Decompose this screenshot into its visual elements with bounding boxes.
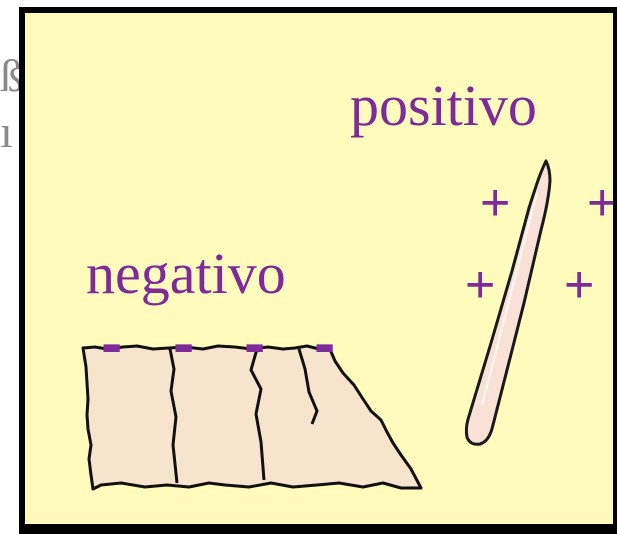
positive-charge-3: + bbox=[465, 256, 496, 314]
cloth bbox=[81, 344, 423, 491]
positive-label: positivo bbox=[350, 73, 537, 138]
cloth-shape bbox=[81, 344, 423, 491]
cloth-fold-line-3 bbox=[297, 348, 319, 425]
cloth-fold-line-2 bbox=[249, 348, 266, 481]
positive-charge-2: + bbox=[587, 174, 617, 232]
negative-label: negativo bbox=[86, 241, 286, 306]
diagram-frame: positivo negativo + + + + - - - - bbox=[19, 7, 617, 534]
glass-rod-highlight bbox=[481, 192, 538, 406]
positive-charge-1: + bbox=[480, 174, 511, 232]
glass-rod bbox=[464, 159, 552, 446]
cloth-fold-line-1 bbox=[168, 348, 179, 484]
positive-charge-4: + bbox=[564, 256, 595, 314]
cropped-edge-glyphs: ß ı bbox=[0, 50, 23, 157]
negative-charge-3: - bbox=[244, 307, 266, 379]
negative-charge-4: - bbox=[314, 307, 336, 379]
diagram-art bbox=[81, 159, 552, 491]
negative-charge-2: - bbox=[173, 307, 195, 379]
negative-charge-1: - bbox=[101, 307, 123, 379]
